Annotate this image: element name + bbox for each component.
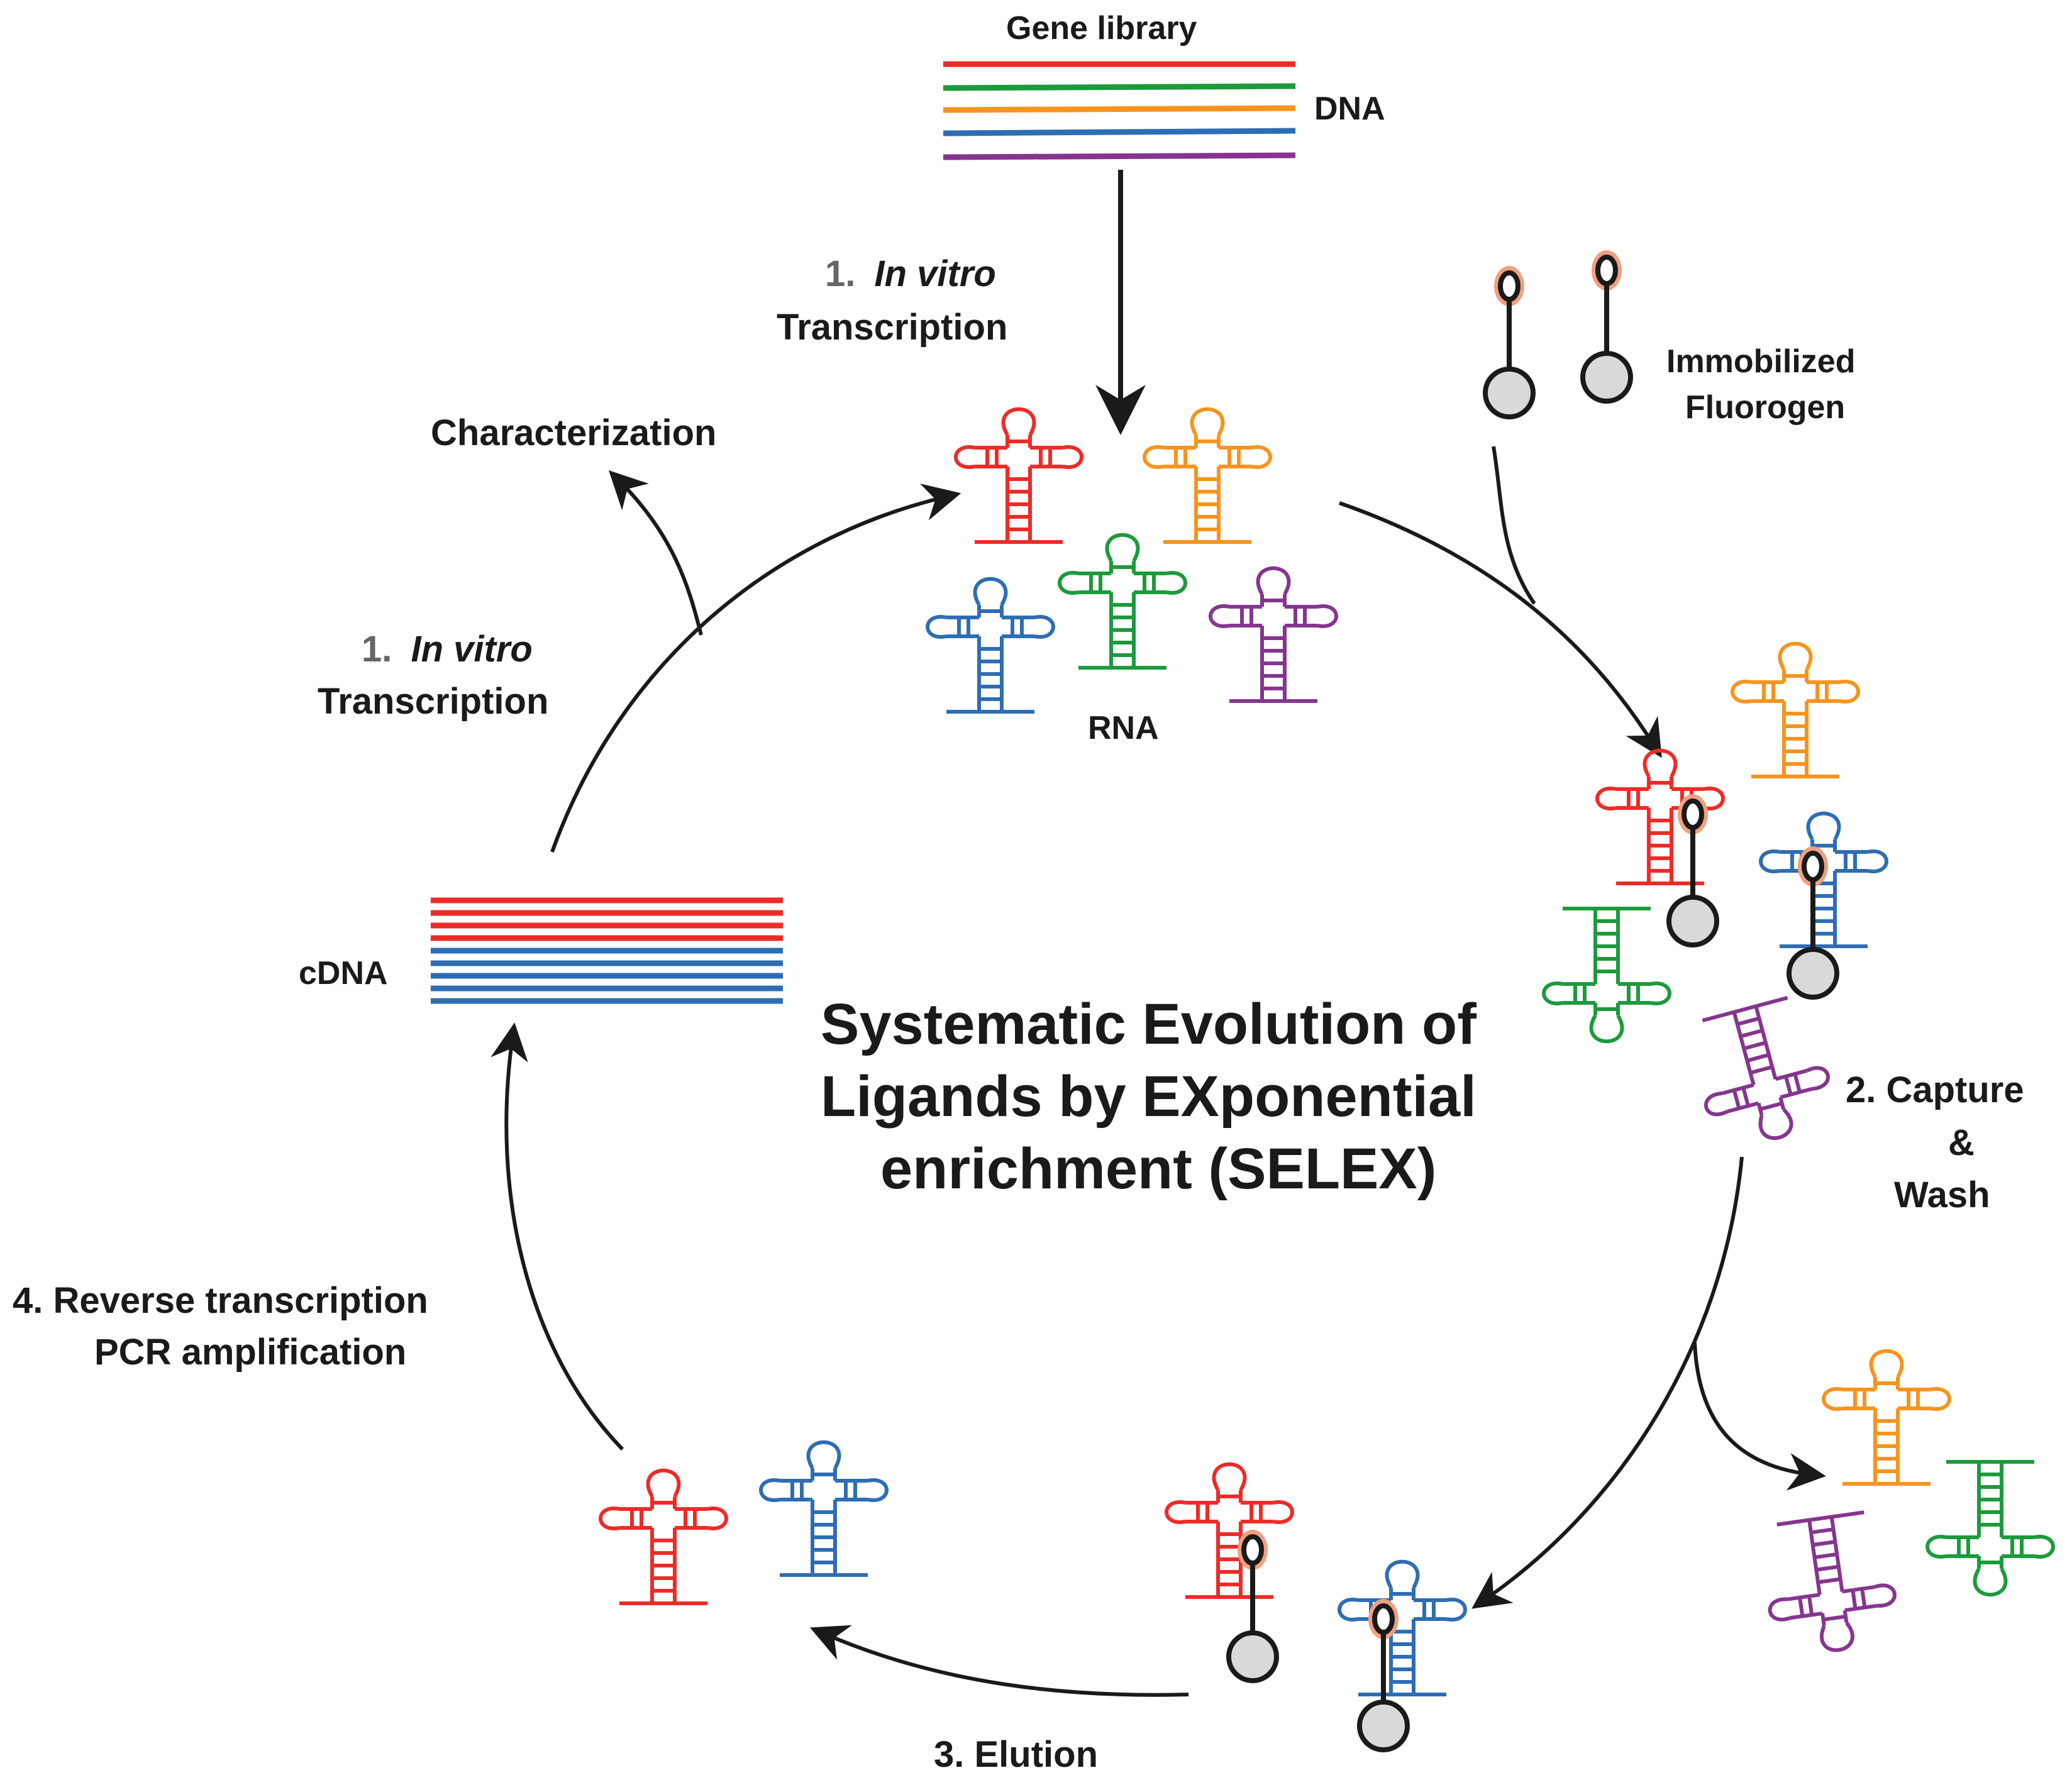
arrow-rt-to-cdna bbox=[490, 1022, 624, 1451]
title-line1: Systematic Evolution of bbox=[821, 992, 1476, 1056]
arrow-wash-branch bbox=[1693, 1342, 1826, 1491]
washed-aptamers bbox=[1758, 1351, 2053, 1659]
rna-aptamer bbox=[956, 409, 1082, 542]
arrow-cdna-to-rna bbox=[550, 484, 961, 853]
dna-strand bbox=[943, 128, 1296, 136]
dna-strand bbox=[943, 152, 1296, 160]
cdna-strands bbox=[431, 897, 783, 1004]
washed-aptamer bbox=[1927, 1462, 2053, 1595]
step1-left-label: 1. In vitro bbox=[362, 629, 533, 670]
step1-top-label: 1. In vitro bbox=[825, 253, 996, 294]
rna-label: RNA bbox=[1088, 710, 1159, 746]
washed-aptamer bbox=[1758, 1510, 1901, 1659]
unbound-aptamer bbox=[1732, 644, 1858, 777]
bound-aptamer bbox=[1339, 1562, 1465, 1694]
step4-label-line1: 4. Reverse transcription bbox=[13, 1280, 428, 1321]
step2-label-line3: Wash bbox=[1894, 1175, 1990, 1215]
title-line3: enrichment (SELEX) bbox=[880, 1137, 1436, 1201]
immobilized-label-line1: Immobilized bbox=[1666, 343, 1855, 380]
dna-label: DNA bbox=[1314, 91, 1385, 127]
step4-label-line2: PCR amplification bbox=[94, 1332, 406, 1373]
arrow-characterization bbox=[609, 470, 703, 636]
bound-aptamer bbox=[1166, 1464, 1292, 1597]
characterization-label: Characterization bbox=[431, 412, 716, 453]
elution-group bbox=[1166, 1464, 1465, 1750]
rna-aptamer bbox=[1060, 535, 1185, 668]
cdna-label: cDNA bbox=[299, 955, 388, 992]
gene-library-label: Gene library bbox=[1006, 10, 1197, 47]
step2-label-line1: 2. Capture bbox=[1846, 1070, 2024, 1110]
arrow-rna-to-capture bbox=[1339, 501, 1662, 758]
dna-strand bbox=[943, 83, 1296, 91]
immobilized-label-line2: Fluorogen bbox=[1685, 389, 1845, 426]
step1-top-word: Transcription bbox=[777, 307, 1007, 348]
rna-pool bbox=[928, 409, 1336, 712]
unbound-aptamer bbox=[1544, 909, 1670, 1041]
arrow-capture-to-elution bbox=[1471, 1156, 1744, 1609]
rna-aptamer bbox=[1211, 568, 1336, 701]
rna-aptamer bbox=[1144, 409, 1270, 542]
arrow-fluorogen-join bbox=[1492, 446, 1536, 605]
eluted-rna bbox=[601, 1442, 887, 1603]
cycle-arrows bbox=[490, 446, 1826, 1697]
dna-library bbox=[943, 61, 1296, 160]
washed-aptamer bbox=[1824, 1351, 1949, 1484]
dna-strand bbox=[943, 105, 1296, 113]
eluted-aptamer bbox=[761, 1442, 887, 1575]
rna-aptamer bbox=[928, 579, 1053, 712]
unbound-aptamer bbox=[1684, 993, 1840, 1154]
immobilized-fluorogen bbox=[1485, 250, 1631, 417]
eluted-aptamer bbox=[601, 1471, 726, 1603]
title-line2: Ligands by EXponential bbox=[821, 1064, 1476, 1129]
step3-label: 3. Elution bbox=[934, 1734, 1098, 1775]
arrow-elution-to-rna bbox=[809, 1625, 1189, 1697]
step2-label-line2: & bbox=[1948, 1122, 1975, 1163]
step1-left-word: Transcription bbox=[318, 681, 548, 722]
capture-group bbox=[1544, 644, 1886, 1154]
